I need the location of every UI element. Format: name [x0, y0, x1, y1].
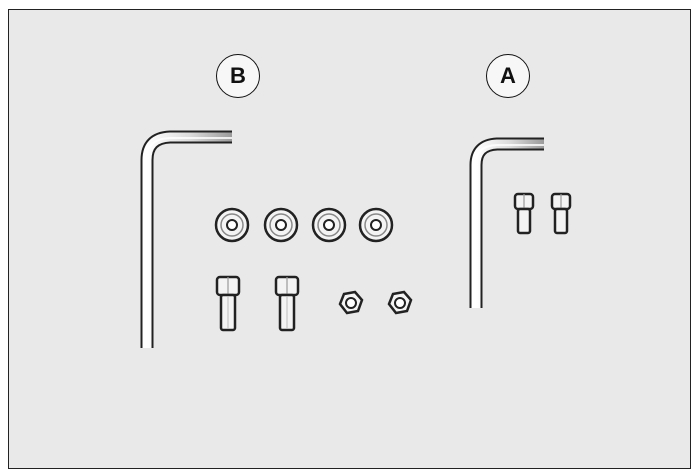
washer-4	[358, 207, 394, 243]
hex-key-b	[140, 130, 232, 348]
nut-1	[338, 290, 364, 315]
hardware-illustration	[140, 130, 572, 348]
washer-2	[263, 207, 299, 243]
bolt-a-2	[550, 192, 572, 235]
figure-panel	[8, 9, 691, 469]
callout-a-label: A	[500, 63, 516, 88]
callout-b: B	[216, 54, 260, 98]
nut-2	[387, 290, 413, 315]
bolt-b-2	[274, 275, 300, 332]
bolt-a-1	[513, 192, 535, 235]
washer-3	[311, 207, 347, 243]
hex-key-a	[469, 137, 544, 308]
bolt-b-1	[215, 275, 241, 332]
washer-1	[214, 207, 250, 243]
callout-a: A	[486, 54, 530, 98]
callout-b-label: B	[230, 63, 246, 88]
